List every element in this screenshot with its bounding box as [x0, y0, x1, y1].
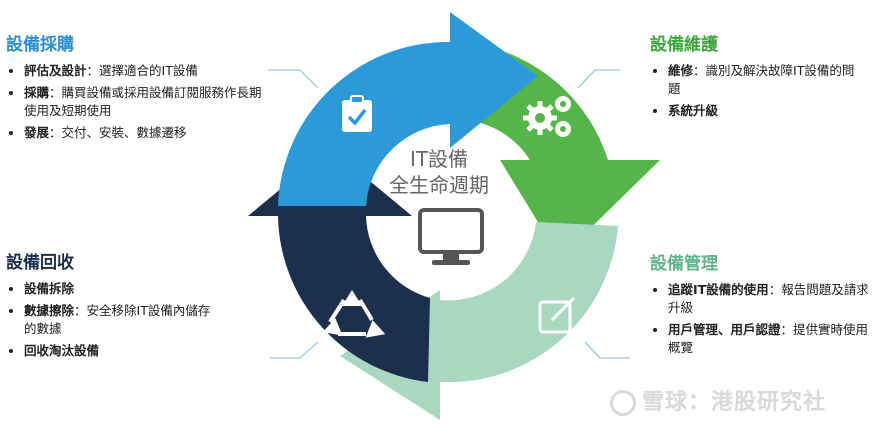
panel-recycle: 設備回收 設備拆除 數據擦除：安全移除IT設備內儲存的數據 回收淘汰設備: [6, 254, 216, 364]
list-item: 系統升級: [668, 102, 865, 120]
procure-title: 設備採購: [6, 35, 74, 55]
center-line-1: IT設備: [409, 147, 469, 171]
connector-maintain: [577, 69, 620, 89]
item-text: ：報告問題及請求升級: [668, 282, 869, 315]
snowball-logo-icon: [610, 390, 636, 416]
list-item: 數據擦除：安全移除IT設備內儲存的數據: [24, 302, 216, 338]
item-text: ：識別及解決故障IT設備的問題: [668, 63, 855, 96]
item-label: 設備拆除: [24, 281, 75, 296]
center-line-2: 全生命週期: [389, 173, 489, 197]
segment-procure: [278, 12, 538, 206]
recycle-title: 設備回收: [6, 253, 74, 273]
list-item: 用戶管理、用戶認證：提供實時使用概覽: [668, 321, 872, 357]
item-text: ：購買設備或採用設備訂閱服務作長期使用及短期使用: [24, 85, 262, 118]
item-label: 採購: [24, 85, 50, 100]
item-text: ：安全移除IT設備內儲存的數據: [24, 303, 211, 336]
item-label: 維修: [668, 63, 694, 78]
item-text: ：交付、安裝、數據遷移: [49, 125, 187, 140]
list-item: 維修：識別及解決故障IT設備的問題: [668, 62, 865, 98]
watermark-text: 雪球：港股研究社: [642, 390, 827, 415]
item-label: 回收淘汰設備: [24, 343, 100, 358]
maintain-list: 維修：識別及解決故障IT設備的問題 系統升級: [650, 62, 865, 120]
item-label: 用戶管理、用戶認證: [668, 322, 781, 337]
monitor-icon: [418, 208, 484, 265]
list-item: 發展：交付、安裝、數據遷移: [24, 124, 268, 142]
item-label: 追蹤IT設備的使用: [668, 282, 769, 297]
manage-list: 追蹤IT設備的使用：報告問題及請求升級 用戶管理、用戶認證：提供實時使用概覽: [650, 281, 872, 357]
item-label: 發展: [24, 125, 50, 140]
connector-procure: [268, 69, 319, 89]
recycle-icon: [322, 290, 386, 338]
clipboard-check-icon: [342, 95, 372, 132]
watermark: 雪球：港股研究社: [610, 384, 826, 416]
panel-maintain: 設備維護 維修：識別及解決故障IT設備的問題 系統升級: [650, 36, 865, 124]
segment-maintain: [466, 44, 660, 258]
procure-list: 評估及設計：選擇適合的IT設備 採購：購買設備或採用設備訂閱服務作長期使用及短期…: [6, 62, 268, 142]
segment-recycle: [248, 148, 430, 382]
list-item: 採購：購買設備或採用設備訂閱服務作長期使用及短期使用: [24, 84, 268, 120]
center-title: IT設備 全生命週期: [364, 146, 514, 198]
list-item: 追蹤IT設備的使用：報告問題及請求升級: [668, 281, 872, 317]
recycle-list: 設備拆除 數據擦除：安全移除IT設備內儲存的數據 回收淘汰設備: [6, 280, 216, 360]
item-text: ：選擇適合的IT設備: [86, 63, 198, 78]
list-item: 評估及設計：選擇適合的IT設備: [24, 62, 268, 80]
item-text: ：提供實時使用概覽: [668, 322, 869, 355]
list-item: 設備拆除: [24, 280, 216, 298]
connector-recycle: [270, 341, 319, 359]
manage-title: 設備管理: [650, 254, 718, 274]
item-label: 系統升級: [668, 103, 719, 118]
item-label: 數據擦除: [24, 303, 75, 318]
panel-procure: 設備採購 評估及設計：選擇適合的IT設備 採購：購買設備或採用設備訂閱服務作長期…: [6, 36, 268, 146]
item-label: 評估及設計: [24, 63, 87, 78]
gears-icon: [523, 96, 571, 137]
panel-manage: 設備管理 追蹤IT設備的使用：報告問題及請求升級 用戶管理、用戶認證：提供實時使…: [650, 255, 872, 361]
edit-icon: [538, 296, 576, 334]
maintain-title: 設備維護: [650, 35, 718, 55]
connector-manage: [584, 341, 630, 359]
connector-lines: [268, 69, 630, 359]
list-item: 回收淘汰設備: [24, 342, 216, 360]
